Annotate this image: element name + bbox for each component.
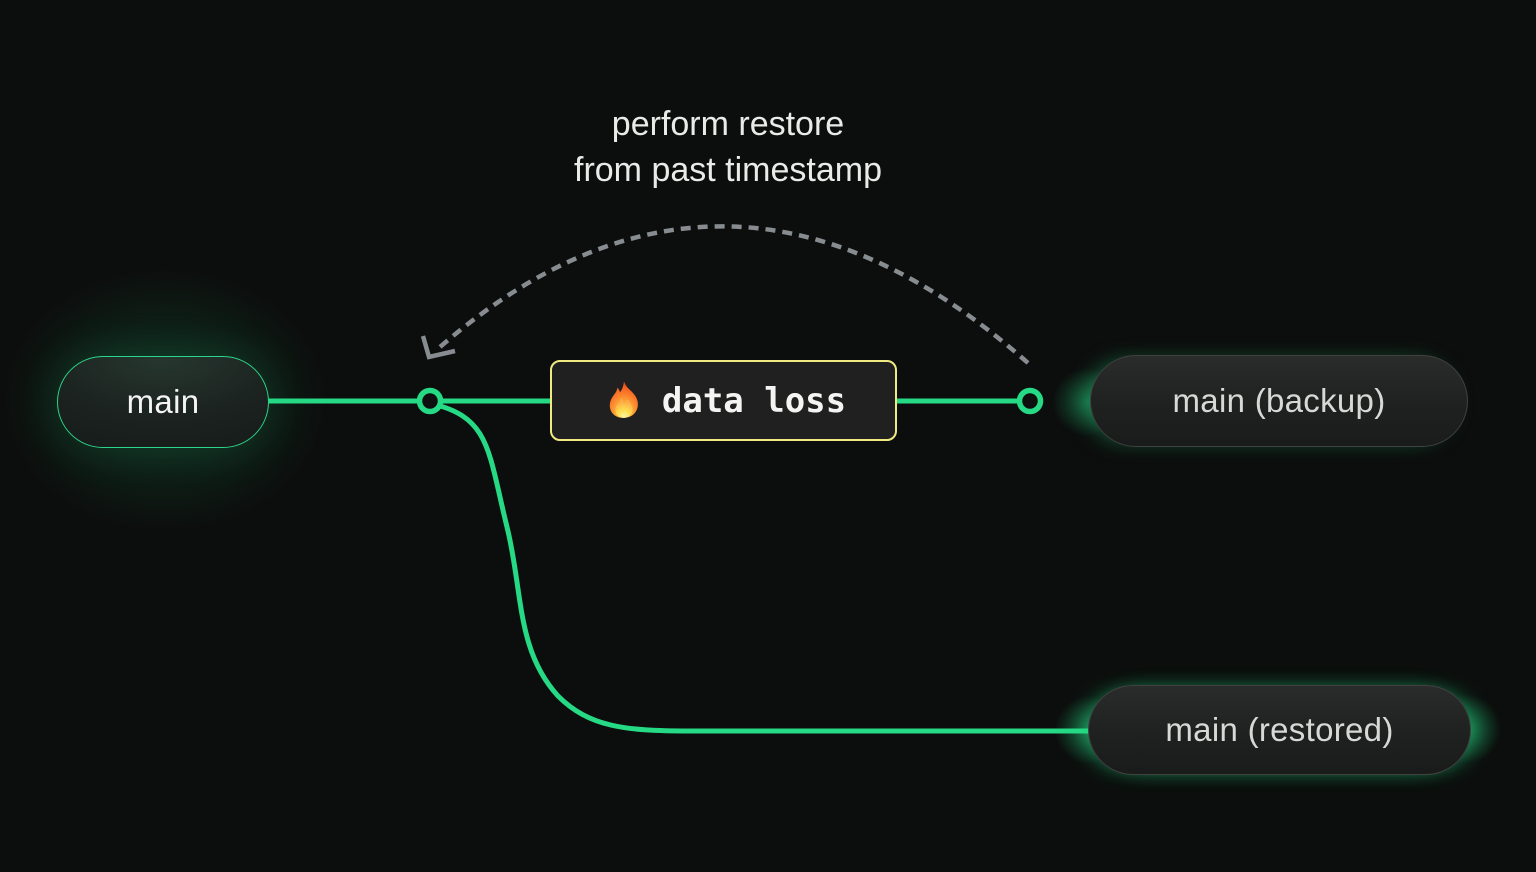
branch-pill-backup-label: main (backup) <box>1172 382 1386 419</box>
branch-pill-main-label: main <box>126 383 200 420</box>
restored-branch-line <box>430 401 1092 734</box>
branch-pill-restored: main (restored) <box>1088 685 1471 775</box>
branch-pill-backup: main (backup) <box>1090 355 1468 447</box>
branch-pill-restored-label: main (restored) <box>1165 711 1394 748</box>
event-label: data loss <box>661 380 847 421</box>
restore-caption-line2: from past timestamp <box>574 151 882 189</box>
restore-arc-arrowhead-icon <box>420 335 456 360</box>
restore-caption: perform restore from past timestamp <box>408 101 1048 193</box>
restore-arc <box>438 224 1030 365</box>
fire-icon <box>609 380 638 418</box>
restore-caption-line1: perform restore <box>611 105 845 143</box>
backup-branch-point-node <box>1016 387 1044 415</box>
branch-pill-main: main <box>57 356 269 448</box>
data-loss-event-box: data loss <box>550 360 897 441</box>
branch-point-node <box>416 387 444 415</box>
